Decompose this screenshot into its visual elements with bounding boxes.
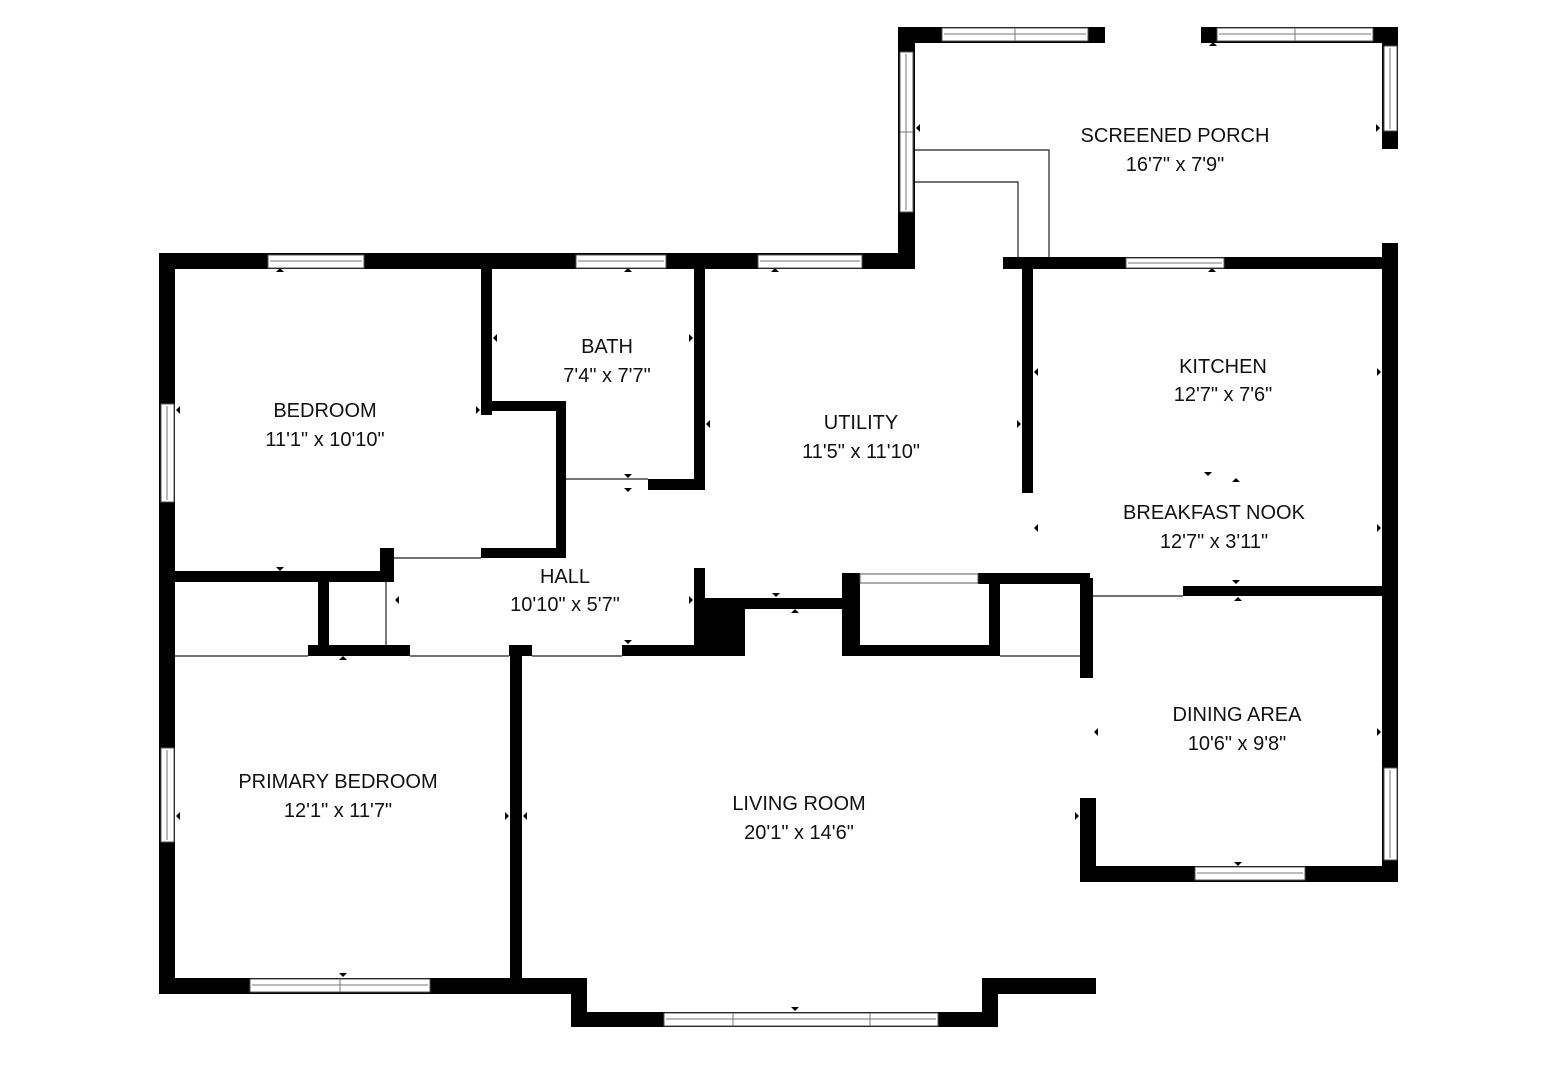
- closet-right: [556, 401, 566, 558]
- wall-bath-right: [694, 265, 705, 490]
- screened-porch-size: 16'7" x 7'9": [1126, 154, 1225, 176]
- bath-name: BATH: [581, 336, 633, 358]
- wall-closet-divider: [318, 571, 329, 656]
- breakfast-nook-name: BREAKFAST NOOK: [1123, 502, 1306, 524]
- wall-bedroom-bottom: [159, 571, 391, 582]
- bedroom-size: 11'1" x 10'10": [265, 429, 384, 451]
- wall-right: [1382, 253, 1398, 882]
- wall-hall-bottom-a: [308, 645, 410, 656]
- kitchen-name: KITCHEN: [1179, 356, 1267, 378]
- wall-living-right-low: [1080, 798, 1096, 882]
- closet-bottom: [481, 548, 566, 558]
- primary-bedroom-size: 12'1" x 11'7": [284, 800, 392, 822]
- wall-utility-closet-top-right: [978, 573, 1090, 584]
- wall-utility-closet-left: [842, 573, 860, 656]
- breakfast-nook-size: 12'7" x 3'11": [1160, 531, 1268, 553]
- kitchen-size: 12'7" x 7'6": [1174, 384, 1273, 406]
- utility-name: UTILITY: [824, 412, 898, 434]
- wall-hall-closet-post: [380, 548, 394, 582]
- porch-steps: [175, 149, 1183, 657]
- hall-size: 10'10" x 5'7": [510, 594, 620, 616]
- living-room-size: 20'1" x 14'6": [744, 822, 854, 844]
- wall-bath-bottom: [648, 479, 705, 490]
- closet-top: [481, 401, 566, 411]
- primary-bedroom-name: PRIMARY BEDROOM: [238, 771, 437, 793]
- wall-bed-bath: [481, 265, 492, 415]
- windows: [160, 27, 1398, 1027]
- bath-size: 7'4" x 7'7": [563, 365, 650, 387]
- wall-util-kitchen: [1022, 257, 1033, 493]
- hall-name: HALL: [540, 566, 590, 588]
- wall-hall-bottom-c: [622, 645, 745, 656]
- room-labels: SCREENED PORCH 16'7" x 7'9" BEDROOM 11'1…: [238, 125, 1305, 844]
- wall-primary-right: [510, 645, 522, 985]
- window: [859, 573, 979, 584]
- screened-porch-name: SCREENED PORCH: [1081, 125, 1270, 147]
- wall-utility-closet-bottom: [842, 645, 1000, 656]
- utility-size: 11'5" x 11'10": [802, 441, 920, 463]
- openings: [482, 26, 1397, 978]
- dining-area-size: 10'6" x 9'8": [1188, 733, 1287, 755]
- bedroom-name: BEDROOM: [273, 400, 376, 422]
- dining-area-name: DINING AREA: [1173, 704, 1303, 726]
- wall-utility-bottom: [694, 598, 852, 609]
- wall-nook-bottom: [1183, 586, 1398, 596]
- dimension-markers: [176, 42, 1381, 1011]
- wall-living-right: [1080, 578, 1093, 678]
- wall-bottom-east: [982, 978, 1096, 994]
- wall-utility-closet-right: [989, 573, 1000, 656]
- wall-left: [159, 253, 175, 994]
- living-room-name: LIVING ROOM: [732, 793, 865, 815]
